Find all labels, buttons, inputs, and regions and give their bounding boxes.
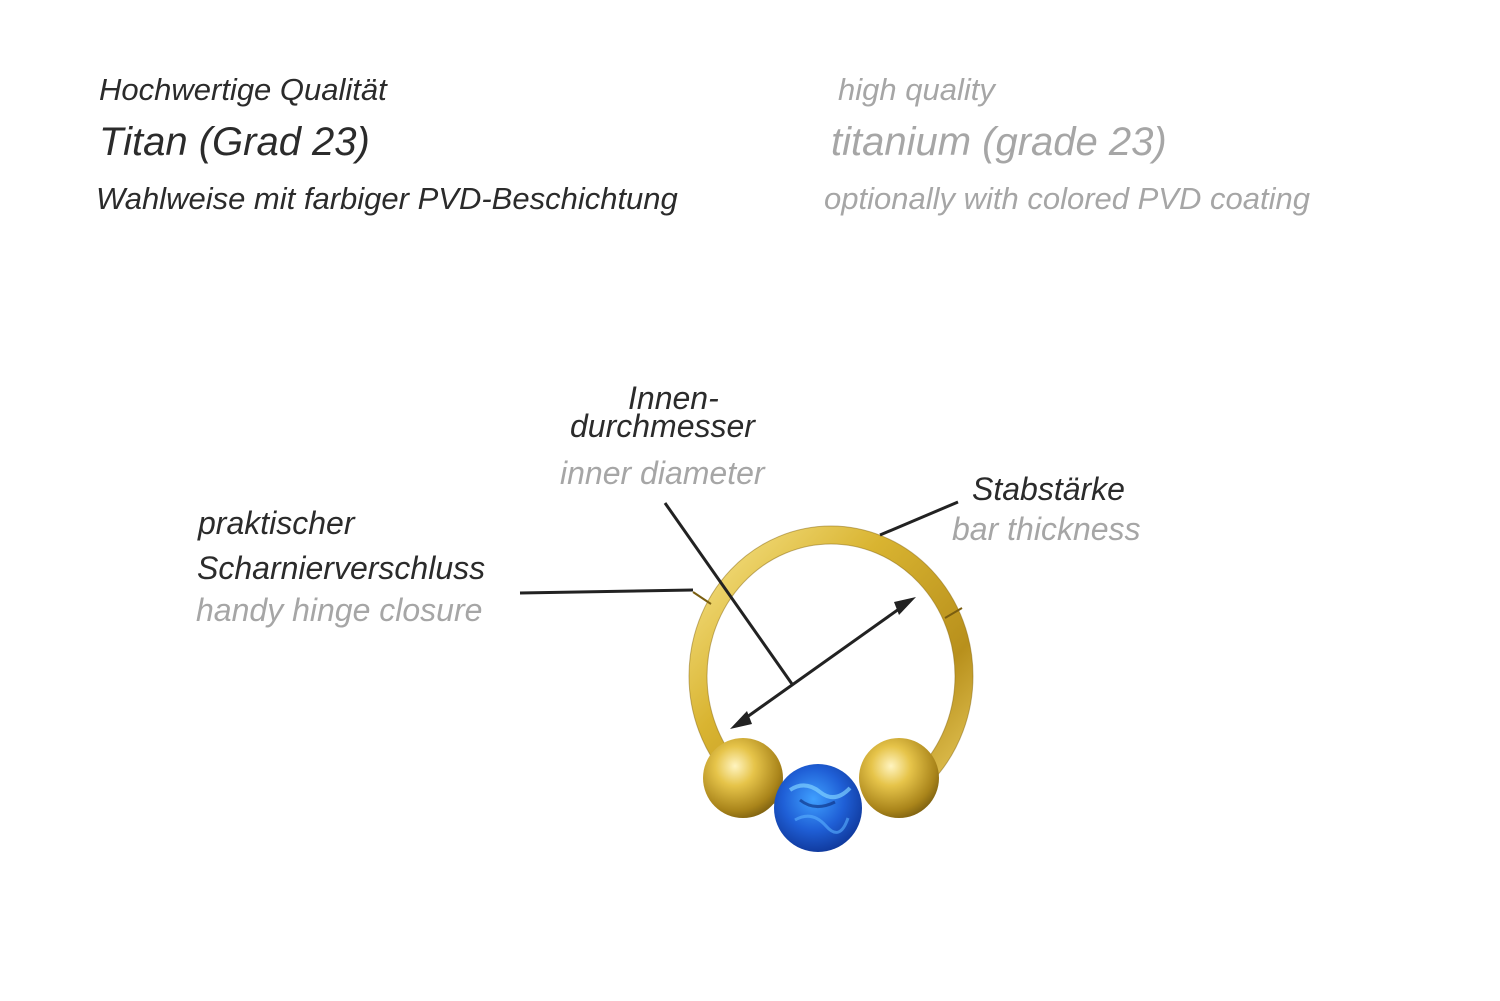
hinge-german-line1: praktischer: [198, 505, 355, 541]
hinge-german-line2: Scharnierverschluss: [197, 550, 486, 586]
hinge-leader-line: [519, 588, 694, 595]
opal-bead: [774, 764, 862, 852]
inner-diameter-leader-line: [663, 502, 794, 685]
coating-german: Wahlweise mit farbiger PVD-Beschichtung: [96, 181, 678, 216]
hinge-seam-left: [692, 591, 712, 605]
bar-thickness-english: bar thickness: [952, 511, 1141, 547]
hinge-seam-right: [944, 607, 963, 619]
bar-thickness-german: Stabstärke: [972, 471, 1125, 507]
gold-ball-left: [703, 738, 783, 818]
material-german: Titan (Grad 23): [99, 120, 370, 164]
hinge-english: handy hinge closure: [196, 592, 483, 628]
quality-english: high quality: [838, 72, 995, 107]
inner-diameter-german-line1: Innen-: [628, 380, 719, 416]
coating-english: optionally with colored PVD coating: [824, 181, 1310, 216]
bar-thickness-leader-line: [879, 500, 959, 537]
quality-german: Hochwertige Qualität: [99, 72, 387, 107]
inner-diameter-english: inner diameter: [560, 455, 765, 491]
material-english: titanium (grade 23): [831, 120, 1167, 164]
diameter-arrow: [730, 597, 916, 729]
gold-ball-right: [859, 738, 939, 818]
inner-diameter-german-line2: durchmesser: [570, 408, 755, 444]
